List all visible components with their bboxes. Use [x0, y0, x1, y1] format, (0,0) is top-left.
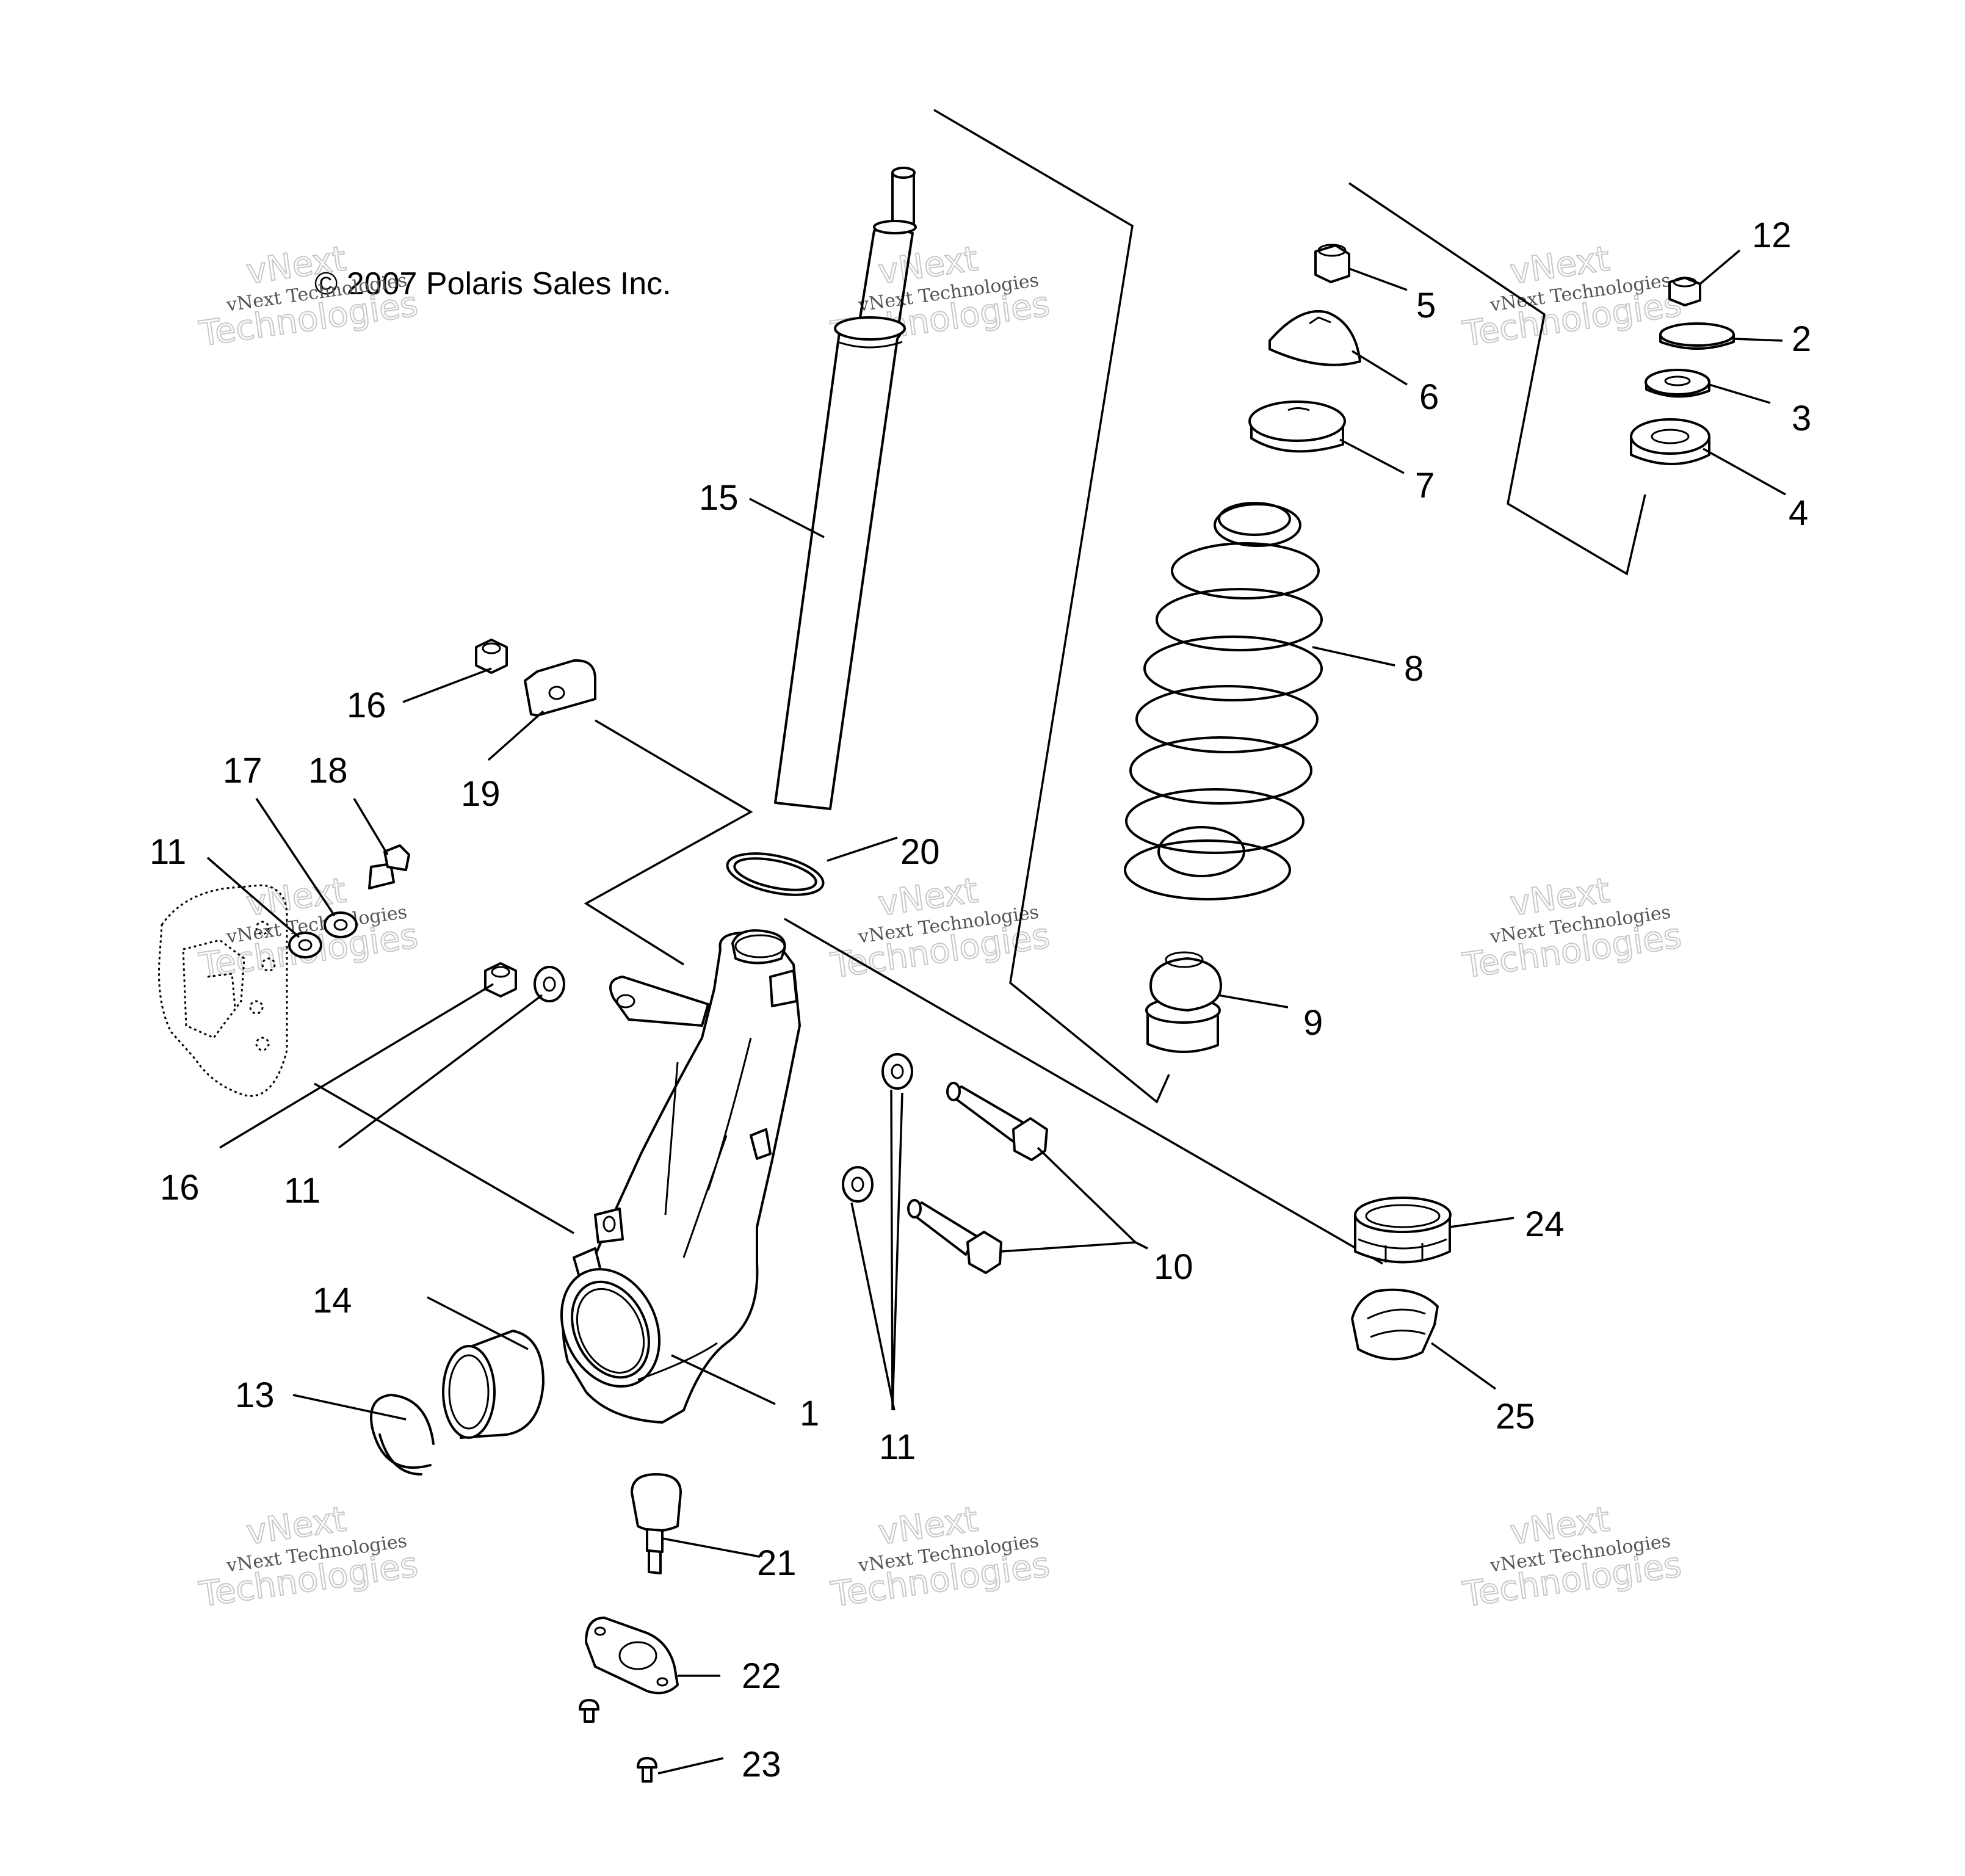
callout-24: 24: [1525, 1204, 1565, 1244]
copyright-text: © 2007 Polaris Sales Inc.: [314, 266, 671, 302]
part-17-washer: [324, 911, 358, 938]
callout-10: 10: [1154, 1247, 1193, 1287]
part-11-washer-right-upper: [881, 1053, 913, 1090]
part-11-washer-right-lower: [842, 1166, 874, 1203]
part-3-washer: [1645, 369, 1710, 398]
bearing-carrier-line: [784, 918, 1383, 1265]
callout-19: 19: [461, 774, 501, 814]
watermark-mid-center: vNext Technologies vNext Technologies: [828, 870, 1052, 987]
callout-23: 23: [742, 1745, 781, 1784]
part-5-nut: [1314, 244, 1350, 283]
part-24-sensor-ring: [1354, 1197, 1452, 1264]
part-20-o-ring: [726, 852, 825, 896]
callout-16-lower: 16: [160, 1168, 200, 1208]
part-18-bolt: [368, 844, 410, 889]
callout-15: 15: [699, 478, 739, 518]
watermark-top-right: vNext Technologies vNext Technologies: [1460, 238, 1684, 355]
callout-7: 7: [1415, 466, 1435, 505]
callout-2: 2: [1792, 319, 1811, 359]
callout-25: 25: [1496, 1397, 1535, 1436]
callout-1: 1: [800, 1394, 819, 1433]
strut-assembly-bracket: [933, 109, 1170, 1104]
part-23-screw-right: [637, 1757, 657, 1783]
watermark-grid: vNext Technologies vNext Technologies vN…: [196, 238, 1684, 1615]
callout-12: 12: [1752, 215, 1792, 255]
watermark-bottom-right: vNext Technologies vNext Technologies: [1460, 1499, 1684, 1615]
callout-13: 13: [235, 1375, 275, 1415]
leader-lines: [206, 249, 1786, 1775]
callout-5: 5: [1416, 286, 1436, 325]
part-11-washer-middle: [534, 966, 565, 1002]
part-23-screw-left: [579, 1699, 599, 1723]
part-11-washer-left: [288, 932, 322, 958]
part-7-spring-seat: [1248, 400, 1346, 453]
callout-21: 21: [757, 1543, 797, 1583]
callout-14: 14: [313, 1281, 352, 1320]
callout-18: 18: [308, 751, 348, 791]
part-10-bolt-lower: [907, 1199, 1002, 1274]
part-16-nut-upper: [475, 639, 508, 674]
group-lines: [314, 109, 1646, 1265]
callout-16-upper: 16: [347, 686, 386, 725]
part-22-plate: [585, 1617, 679, 1695]
callout-20: 20: [900, 832, 940, 872]
part-25-sensor-bracket: [1351, 1288, 1439, 1361]
part-19-clip: [524, 659, 596, 717]
callout-8: 8: [1404, 649, 1424, 689]
watermark-bottom-left: vNext Technologies vNext Technologies: [196, 1499, 421, 1615]
callout-11-middle: 11: [284, 1171, 320, 1211]
part-12-nut: [1668, 277, 1701, 306]
part-15-strut-cartridge: [774, 167, 917, 810]
watermark-mid-right: vNext Technologies vNext Technologies: [1460, 870, 1684, 987]
part-21-ball-joint: [631, 1473, 682, 1574]
part-2-washer: [1659, 322, 1735, 350]
knuckle-bracket: [584, 719, 753, 966]
callout-labels: 5 6 7 8 9 12 2 3 4 15 16 19 17 18 11 20 …: [150, 215, 1811, 1784]
brake-caliper: [158, 884, 288, 1097]
callout-22: 22: [742, 1656, 781, 1696]
callout-9: 9: [1303, 1003, 1323, 1043]
watermark-top-center: vNext Technologies vNext Technologies: [828, 238, 1052, 355]
part-13-snap-ring: [370, 1394, 435, 1476]
part-6-upper-seat: [1268, 310, 1361, 366]
callout-4: 4: [1789, 493, 1808, 533]
part-9-bump-stop: [1145, 951, 1222, 1053]
callout-17: 17: [223, 751, 262, 791]
part-10-bolt-upper: [946, 1082, 1048, 1161]
callout-3: 3: [1792, 399, 1811, 438]
part-4-bushing: [1630, 418, 1710, 465]
upper-mount-bracket: [1348, 182, 1646, 576]
callout-6: 6: [1419, 377, 1439, 417]
watermark-top-left: vNext Technologies vNext Technologies: [196, 238, 421, 355]
callout-11-right: 11: [879, 1427, 916, 1467]
brake-caliper-line: [314, 1082, 574, 1234]
part-16-nut-lower: [484, 962, 517, 998]
part-14-wheel-bearing: [442, 1330, 545, 1439]
part-1-steering-knuckle: [560, 929, 801, 1424]
watermark-bottom-center: vNext Technologies vNext Technologies: [828, 1499, 1052, 1615]
part-8-coil-spring: [1124, 502, 1323, 900]
callout-11-left: 11: [150, 832, 186, 872]
